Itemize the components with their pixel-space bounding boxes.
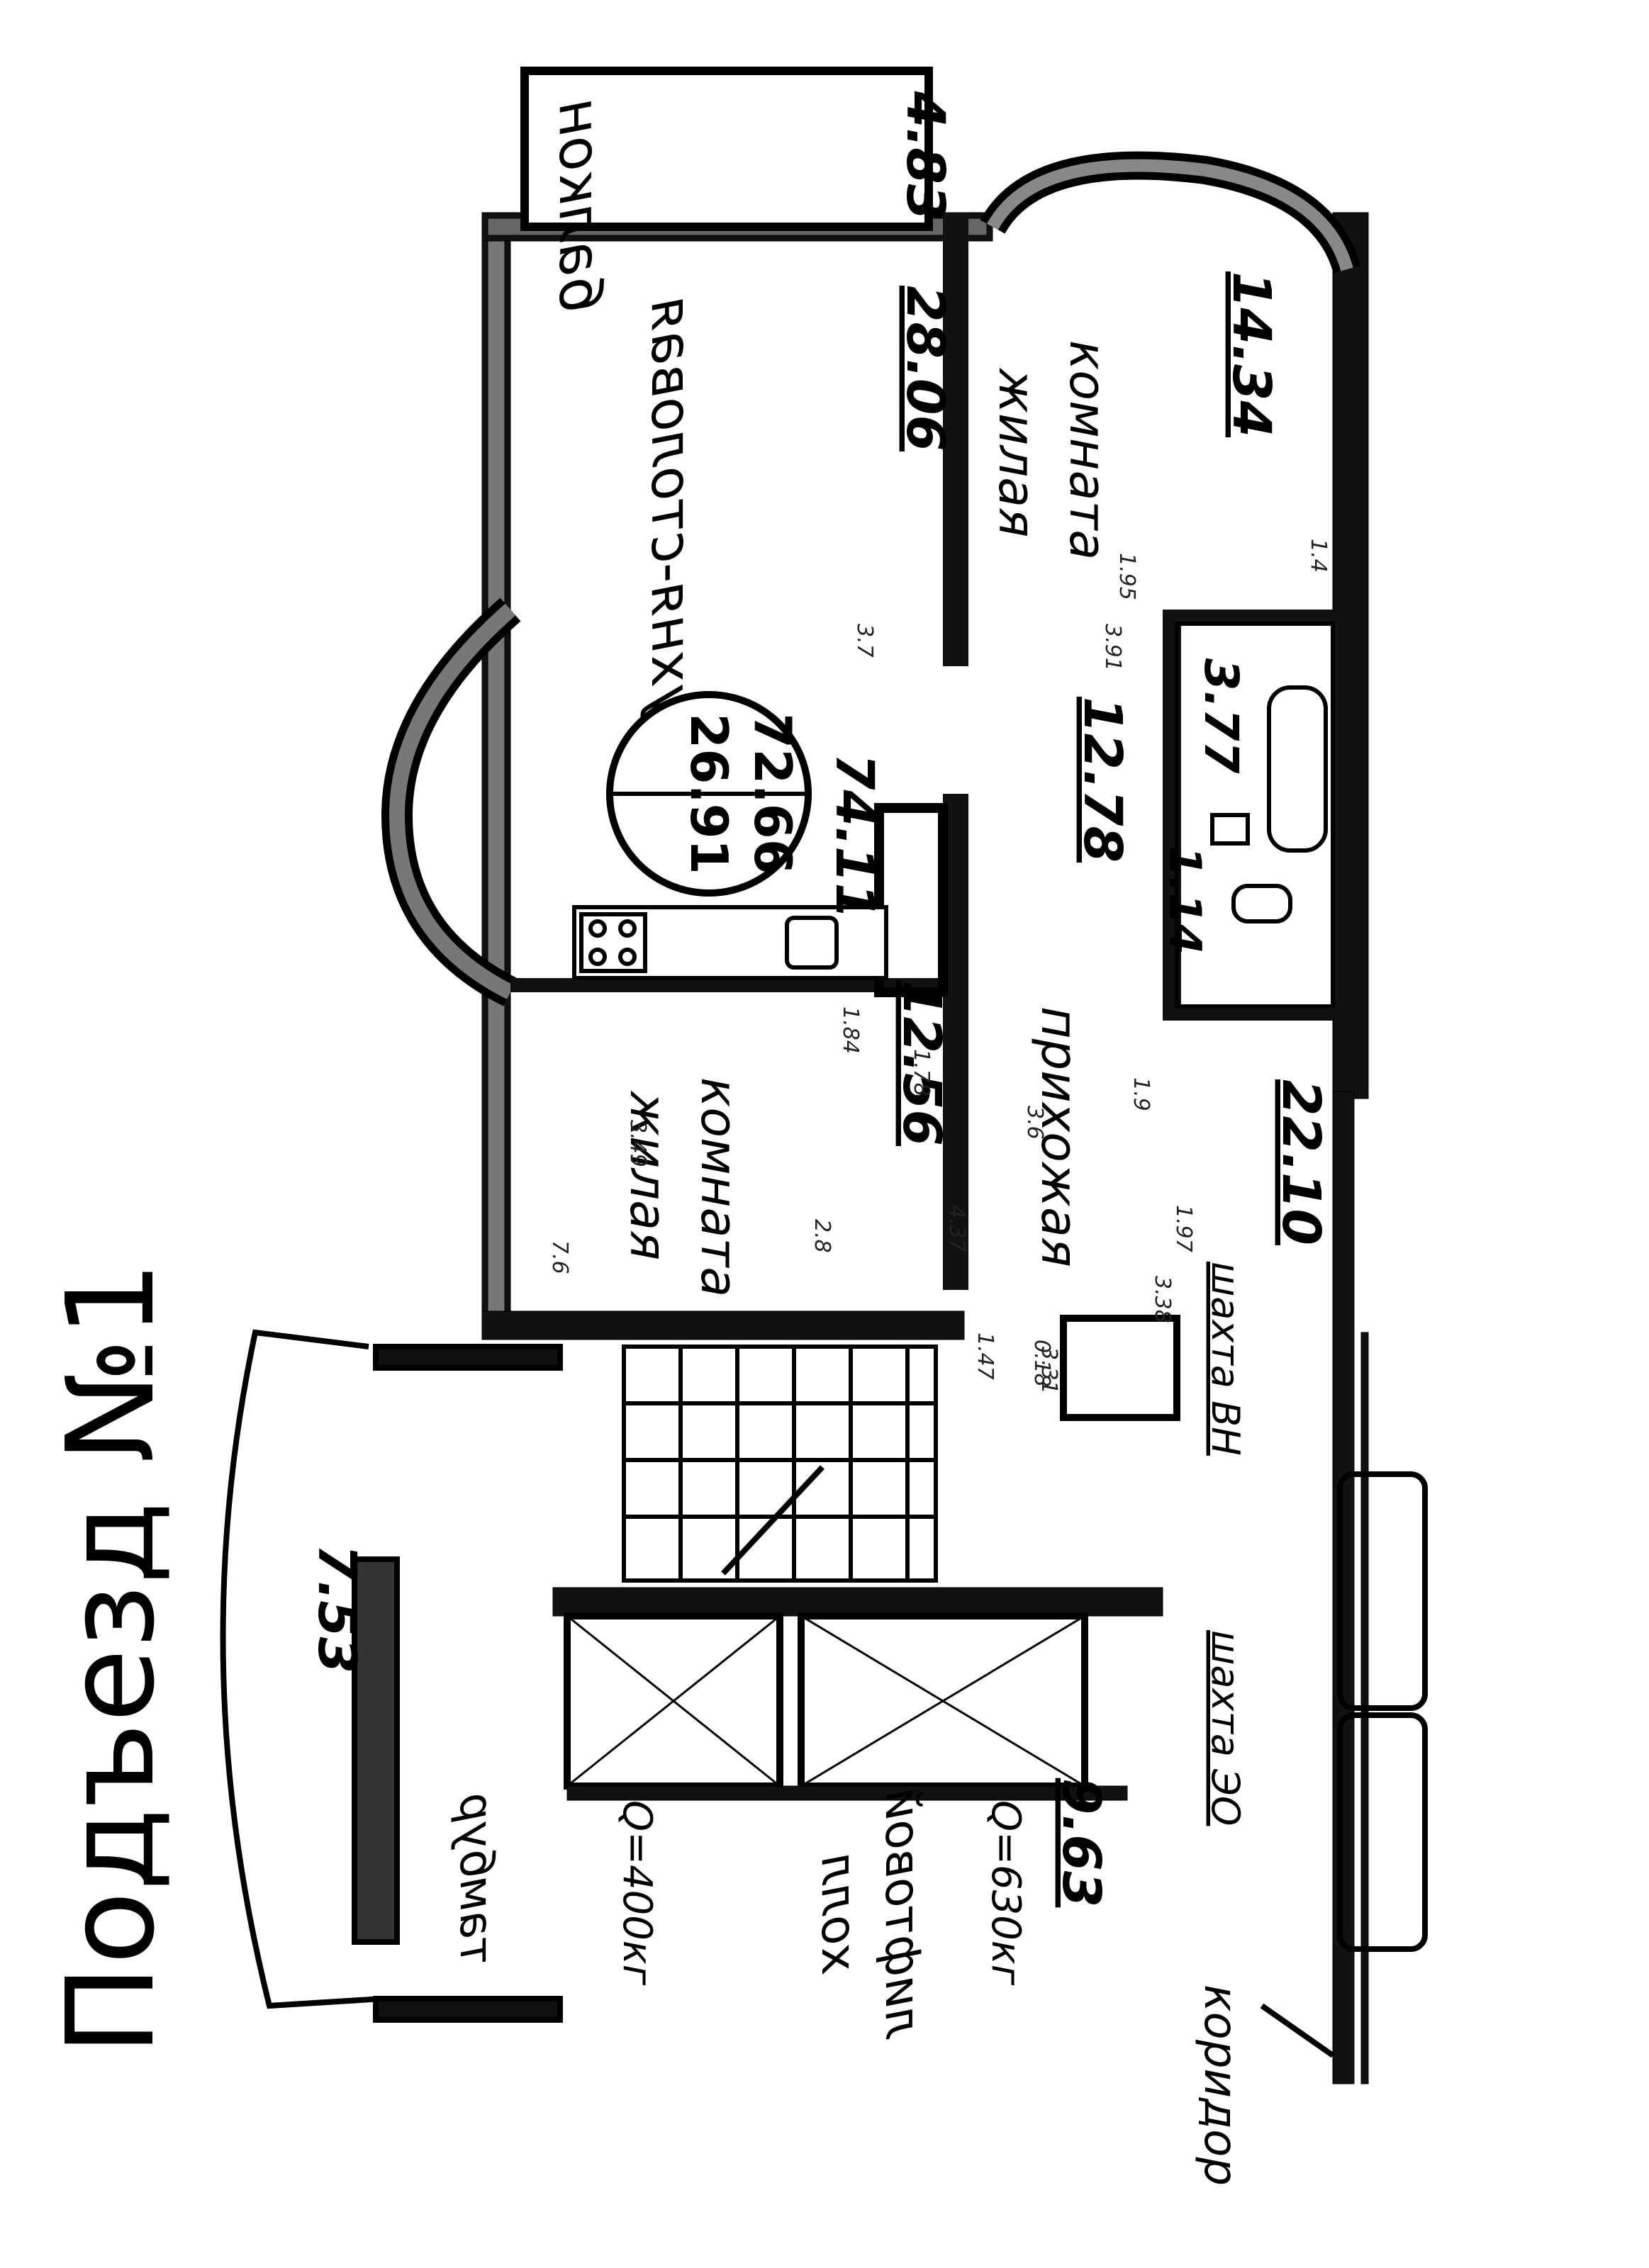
- shaft-eo-label: шахта ЭО: [1203, 1630, 1248, 1826]
- dimension-label: 7.6: [547, 1240, 572, 1274]
- dimension-label: 2.8: [810, 1219, 834, 1253]
- dimension-label: 3.6: [1022, 1106, 1047, 1140]
- dimension-label: 1.47: [973, 1332, 997, 1380]
- bath-area: 3.77: [1194, 658, 1248, 774]
- lift-shafts: [552, 1587, 1163, 1801]
- sink-icon: [785, 916, 839, 970]
- living-top-bay: [980, 151, 1361, 274]
- living-top-label-1: жилая: [988, 367, 1046, 537]
- bathroom: [1175, 622, 1335, 1009]
- hall-label: прихожая: [1030, 1006, 1088, 1267]
- lift-hall-label-2: холл: [810, 1854, 866, 1975]
- apartment-summary: 26.91 72.66 74.11: [606, 691, 885, 919]
- living-bottom-label-2: комната: [690, 1077, 748, 1297]
- wc-area: 1.14: [1159, 846, 1211, 955]
- stove-burner-icon: [588, 919, 607, 938]
- dimension-label: 3.31: [1036, 1347, 1061, 1394]
- dimension-label: 1.95: [1114, 553, 1139, 600]
- vestibule-area: 7.53: [306, 1544, 367, 1674]
- vestibule: [220, 1329, 563, 2023]
- entrance-title: Подъезд №1: [41, 1261, 181, 2055]
- toilet-icon: [1231, 884, 1292, 924]
- lift-small-capacity: Q=400кг: [614, 1800, 660, 1986]
- dimension-label: 1.97: [1171, 1205, 1196, 1252]
- living-bottom-label-1: жилая: [619, 1090, 677, 1260]
- dimension-label: 3.91: [1100, 624, 1125, 671]
- dimension-label: 3.49: [625, 1120, 650, 1167]
- dimension-label: 3.38: [1150, 1276, 1175, 1323]
- vestibule-label: тамбур: [449, 1793, 502, 1965]
- kitchen-counter: [572, 905, 888, 980]
- balcony-label: балкон: [547, 99, 613, 311]
- living-top-area: 14.34: [1221, 271, 1282, 437]
- lift-hall-label-1: лифтовой: [874, 1789, 930, 2040]
- balcony: балкон 4.83: [520, 67, 956, 311]
- living-top-label-2: комната: [1058, 340, 1117, 560]
- dimension-label: 1.9: [1129, 1077, 1153, 1111]
- corridor-label: коридор: [1194, 1984, 1246, 2186]
- dimension-label: 3.7: [852, 624, 877, 658]
- kitchen-label: кухня-столовая: [639, 298, 703, 751]
- apartment-total-area: 72.66: [743, 713, 803, 875]
- living-area-total: 26.91: [679, 713, 739, 875]
- balcony-area: 4.83: [895, 91, 956, 221]
- corridor: [1260, 1471, 1428, 2058]
- kitchen-area: 28.06: [895, 286, 956, 451]
- hall-area: 12.78: [1072, 697, 1133, 863]
- apartment-total-with-balcony: 74.11: [824, 753, 885, 919]
- bathtub-icon: [1267, 685, 1328, 853]
- shaft-vn-label: шахта ВН: [1203, 1262, 1248, 1456]
- dimension-label: 1.78: [909, 1049, 934, 1096]
- dimension-label: 1.84: [838, 1006, 863, 1054]
- dimension-label: 4.37: [944, 1205, 969, 1252]
- lift-large-capacity: Q=630кг: [983, 1800, 1029, 1986]
- staircase: [622, 1344, 938, 1583]
- dimension-label: 1.4: [1306, 539, 1331, 573]
- dimension-label: 0.18: [1029, 1340, 1054, 1387]
- lift-hall-area: 9.63: [1051, 1778, 1112, 1908]
- kitchen-bay: [381, 597, 521, 1006]
- corridor-area: 22.10: [1270, 1079, 1331, 1245]
- living-bottom-area: 12.56: [891, 980, 952, 1146]
